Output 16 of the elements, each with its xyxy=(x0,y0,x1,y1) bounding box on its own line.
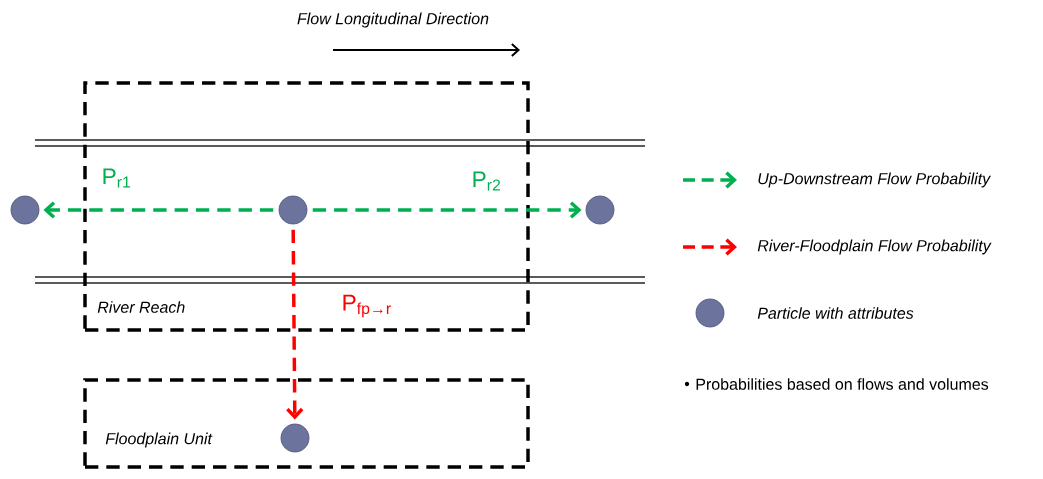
edge-label: P$_{r2}$ xyxy=(470,170,503,192)
particle-circle xyxy=(278,195,308,225)
dashed-region-box: Floodplain Unit xyxy=(83,378,530,469)
particle-circle xyxy=(585,195,615,225)
edge-label: P$_{fp→r}$ xyxy=(340,293,394,319)
legend-text: Up-Downstream Flow Probability xyxy=(758,172,991,188)
legend-text: River-Floodplain Flow Probability xyxy=(757,239,992,255)
edge-label: P$_{r1}$ xyxy=(100,167,133,189)
dashed-arrow xyxy=(286,229,304,420)
dashed-arrow xyxy=(43,201,274,219)
direction-label: Flow Longitudinal Direction xyxy=(297,12,489,28)
legend-text: Particle with attributes xyxy=(757,307,914,319)
bullet-note: Probabilities based on flows and volumes xyxy=(684,378,989,390)
particle-circle xyxy=(10,195,40,225)
dashed-arrow xyxy=(312,201,582,219)
particle-circle xyxy=(280,423,310,453)
